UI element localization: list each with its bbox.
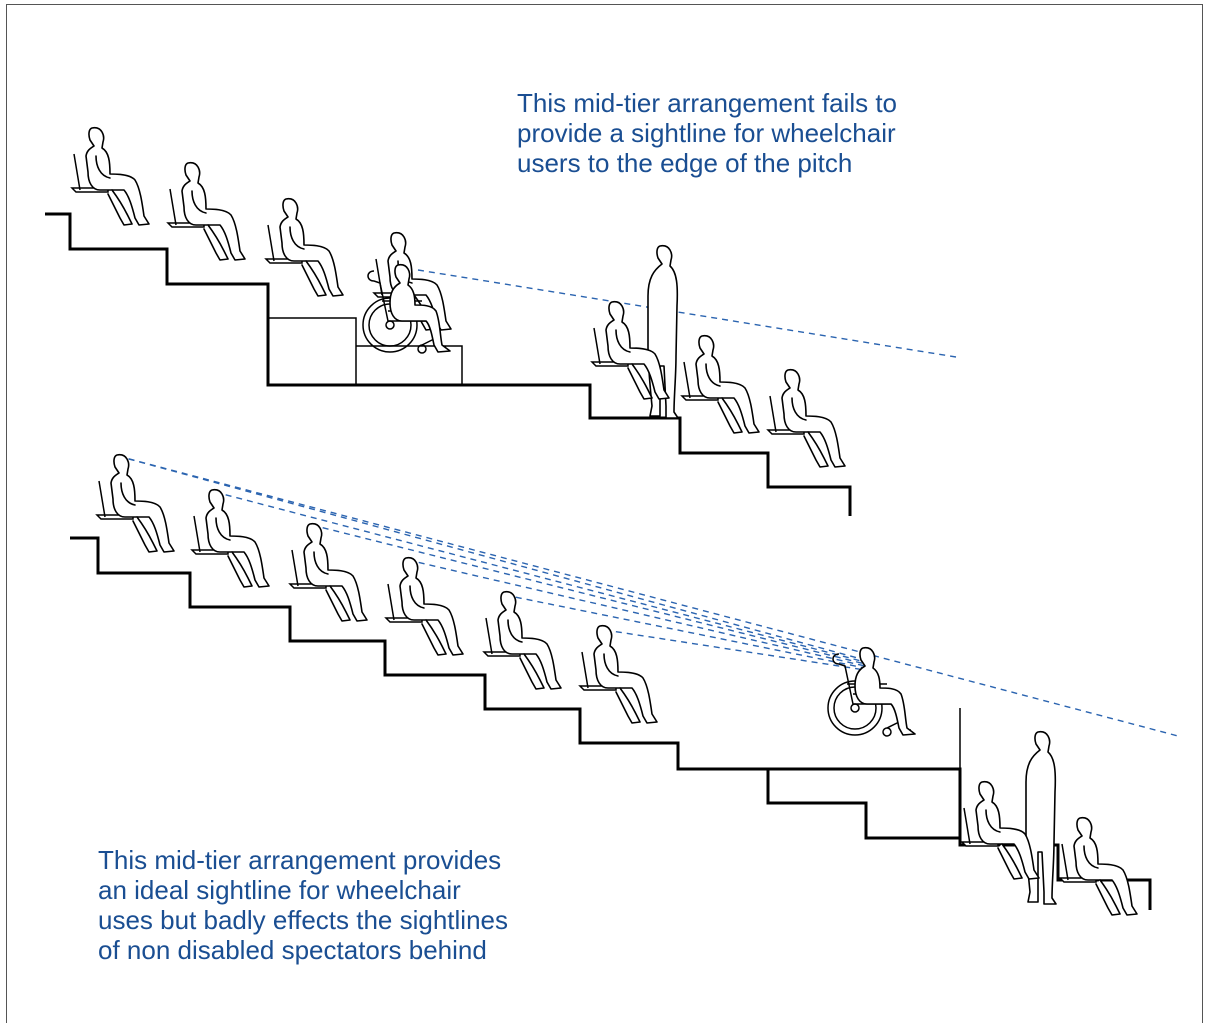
caption-line: This mid-tier arrangement fails to	[517, 88, 898, 118]
seated-spectator-icon	[767, 368, 846, 468]
bottom-stand-steps	[70, 536, 1152, 910]
lower-tier-steps	[766, 769, 960, 840]
caption-line: provide a sightline for wheelchair	[517, 118, 896, 148]
bottom-sightlines	[117, 455, 1179, 737]
seated-spectator-icon	[1059, 816, 1138, 916]
top-sightline	[417, 269, 957, 358]
seated-spectator-icon	[289, 522, 368, 622]
seated-spectator-icon	[191, 488, 270, 588]
caption-line: an ideal sightline for wheelchair	[98, 875, 461, 905]
seated-spectator-icon	[167, 161, 246, 261]
top-caption: This mid-tier arrangement fails to provi…	[517, 88, 897, 178]
caption-line: This mid-tier arrangement provides	[98, 845, 502, 875]
caption-line: users to the edge of the pitch	[517, 148, 853, 178]
seated-spectator-icon	[681, 334, 760, 434]
seated-spectator-icon	[579, 624, 658, 724]
bottom-stand-section	[70, 453, 1179, 916]
seated-spectator-icon	[71, 126, 150, 226]
caption-line: uses but badly effects the sightlines	[98, 905, 508, 935]
diagram-frame	[6, 4, 1203, 1023]
top-stand-steps	[45, 212, 852, 516]
seated-spectator-icon	[265, 197, 344, 297]
seated-spectator-icon	[385, 556, 464, 656]
bottom-caption: This mid-tier arrangement provides an id…	[98, 845, 508, 965]
seated-spectator-icon	[483, 590, 562, 690]
caption-line: of non disabled spectators behind	[98, 935, 487, 965]
top-stand-section	[45, 126, 957, 516]
seated-spectator-icon	[96, 453, 175, 553]
